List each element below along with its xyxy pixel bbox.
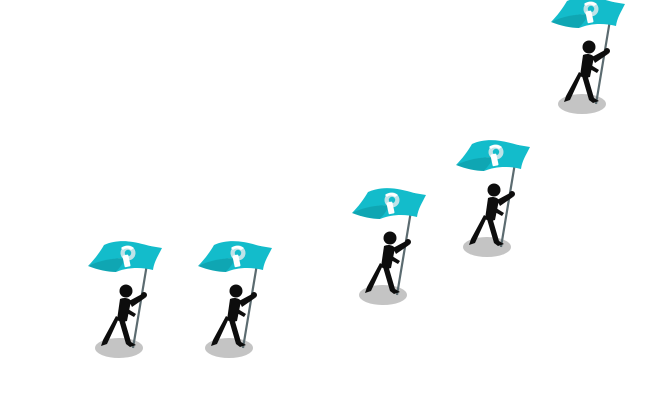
flag-bearer-icon (549, 0, 627, 116)
flag-bearer-icon (350, 187, 428, 307)
flag-bearer-icon (196, 240, 274, 360)
flag-bearer-3 (350, 183, 440, 313)
flag-bearer-2 (196, 236, 286, 366)
flag-bearer-5 (549, 0, 639, 122)
flag-bearer-4 (454, 135, 544, 265)
flag-bearer-icon (86, 240, 164, 360)
flag-bearer-icon (454, 139, 532, 259)
flag-bearer-1 (86, 236, 176, 366)
